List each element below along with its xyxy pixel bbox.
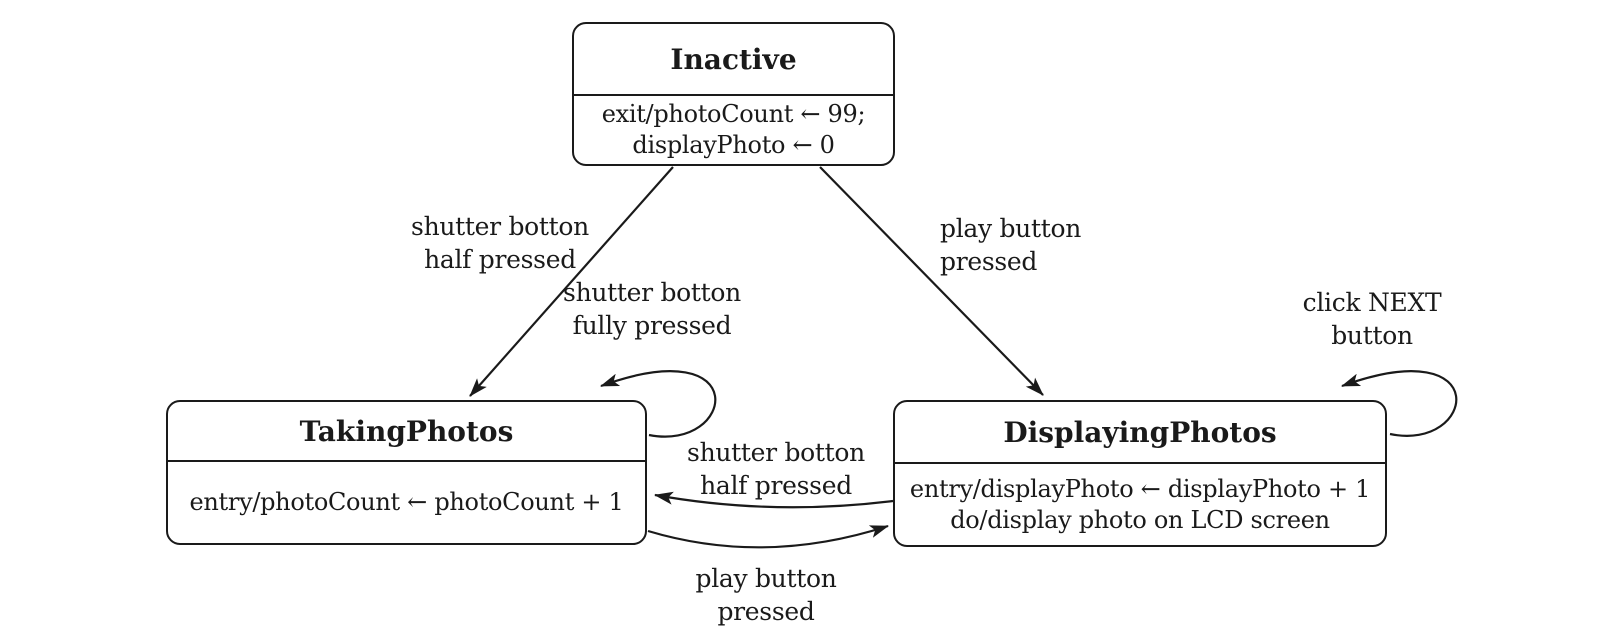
arrow-takingphotos-to-displayingphotos [647,524,889,549]
state-actions: entry/displayPhoto ← displayPhoto + 1 do… [895,464,1385,545]
transition-label-line: button [1331,321,1413,350]
arrow-takingphotos-self-loop [600,370,717,438]
transition-label-line: pressed [940,247,1038,276]
transition-label-line: pressed [717,597,815,626]
state-action-line: exit/photoCount ← 99; [601,100,866,128]
transition-label-line: play button [940,214,1082,243]
transition-label-line: shutter botton [687,438,865,467]
state-action-line: entry/displayPhoto ← displayPhoto + 1 [909,474,1371,503]
state-title: DisplayingPhotos [895,402,1385,464]
transition-label-line: fully pressed [572,311,732,340]
state-actions: exit/photoCount ← 99; displayPhoto ← 0 [574,96,893,164]
arrow-inactive-to-displayingphotos [819,166,1044,396]
arrow-displayingphotos-self-loop [1341,370,1458,437]
state-node-inactive: Inactive exit/photoCount ← 99; displayPh… [572,22,895,166]
state-title: Inactive [574,24,893,96]
transition-label-displayingphotos-to-takingphotos: shutter botton half pressed [687,436,865,502]
transition-label-line: shutter botton [411,212,589,241]
transition-label-takingphotos-self-loop: shutter botton fully pressed [563,276,741,342]
transition-label-inactive-to-takingphotos: shutter botton half pressed [411,210,589,276]
transition-label-takingphotos-to-displayingphotos: play button pressed [695,562,836,628]
state-actions: entry/photoCount ← photoCount + 1 [168,462,645,543]
state-action-line: entry/photoCount ← photoCount + 1 [189,488,624,516]
transition-label-inactive-to-displayingphotos: play button pressed [940,212,1081,278]
transition-label-line: play button [695,564,837,593]
transition-label-line: half pressed [700,471,852,500]
transition-arrows [469,166,1458,549]
arrow-displayingphotos-to-takingphotos [654,491,894,509]
state-action-line: displayPhoto ← 0 [632,131,835,159]
arrow-inactive-to-takingphotos [469,166,674,397]
state-node-takingphotos: TakingPhotos entry/photoCount ← photoCou… [166,400,647,545]
state-action-line: do/display photo on LCD screen [950,505,1330,534]
transition-label-line: half pressed [424,245,576,274]
state-title: TakingPhotos [168,402,645,462]
transition-label-line: click NEXT [1302,288,1442,317]
transition-label-displayingphotos-self-loop: click NEXT button [1303,286,1442,352]
state-node-displayingphotos: DisplayingPhotos entry/displayPhoto ← di… [893,400,1387,547]
transition-label-line: shutter botton [563,278,741,307]
